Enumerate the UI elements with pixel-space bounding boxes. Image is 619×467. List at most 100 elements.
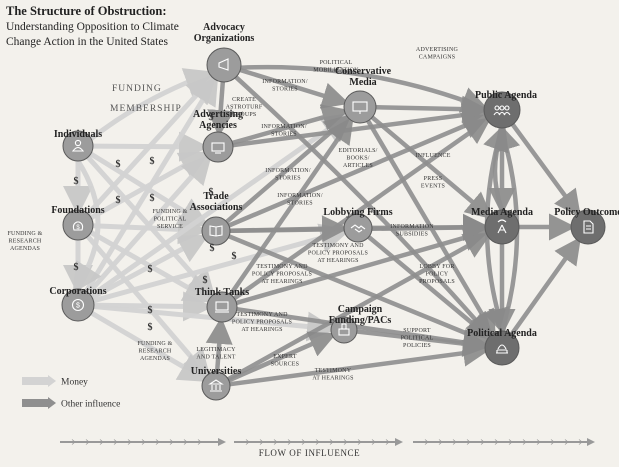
edge-label-funding-political: FUNDING & (153, 209, 188, 215)
edge-advocacy-to-advertising (207, 81, 235, 138)
computer-icon (215, 301, 229, 313)
edge-universities-to-campaign (227, 331, 337, 383)
edge-label-lobby-policy: PROPOSALS (419, 279, 455, 285)
edge-label-support-policies: SUPPORT (403, 328, 431, 334)
dollar-sign: $ (232, 251, 237, 262)
node-label-individuals: Individuals (54, 129, 102, 140)
capitol-icon (496, 344, 508, 354)
edge-thinktanks-to-public (233, 117, 492, 301)
edge-label-press-events: PRESS (424, 176, 443, 182)
ballot-box-icon (338, 323, 350, 336)
node-media: Media Agenda (471, 207, 533, 245)
edge-label-legitimacy: AND TALENT (196, 355, 235, 361)
edge-label-info-stories-1: INFORMATION/ (262, 79, 308, 85)
dollar-sign: $ (74, 176, 79, 187)
node-label-campaign: Funding/PACs (329, 315, 392, 326)
dollar-sign: $ (209, 187, 214, 198)
building-icon (208, 379, 224, 392)
edge-label-info-stories-3: STORIES (275, 176, 301, 182)
node-label-advocacy: Organizations (194, 33, 255, 44)
edge-trade-to-public (228, 113, 490, 228)
dollar-sign: $ (148, 264, 153, 275)
edge-label-membership: MEMBERSHIP (110, 104, 182, 114)
dollar-sign: $ (148, 305, 153, 316)
node-label-trade: Associations (190, 202, 243, 213)
edge-label-testimony-2: AT HEARINGS (261, 279, 302, 285)
handshake-icon (350, 224, 366, 233)
edge-label-advertising-campaigns: CAMPAIGNS (419, 55, 456, 61)
edge-label-lobby-policy: POLICY (426, 272, 449, 278)
edge-label-create-astroturf: CREATE (232, 97, 256, 103)
edges-layer (63, 64, 582, 387)
edge-label-info-stories-4: INFORMATION/ (277, 193, 323, 199)
edge-labels-layer: FUNDINGMEMBERSHIPPOLITICALMOBILIZATIONAD… (8, 47, 459, 382)
edge-individuals-to-advertising (92, 131, 209, 162)
dollar-sign: $ (203, 275, 208, 286)
node-individuals: Individuals (54, 129, 102, 162)
node-label-campaign: Campaign (338, 304, 383, 315)
edge-label-testimony-1: AT HEARINGS (317, 258, 358, 264)
node-circle-advertising (202, 131, 234, 163)
node-circle-media (484, 209, 520, 245)
node-corporations: $Corporations (49, 286, 107, 322)
dollar-sign: $ (210, 243, 215, 254)
edge-label-testimony-4: TESTIMONY (315, 368, 352, 374)
antenna-icon (497, 219, 507, 234)
tv-icon (211, 142, 225, 154)
edge-corporations-to-trade (90, 234, 209, 300)
node-lobbying: Lobbying Firms (323, 207, 393, 243)
edge-label-expert-sources: EXPERT (273, 354, 297, 360)
edge-label-legitimacy: LEGITIMACY (196, 347, 236, 353)
document-icon (583, 220, 594, 234)
edge-label-info-subsidies: SUBSIDIES (396, 232, 428, 238)
edge-label-testimony-2: TESTIMONY AND (256, 264, 308, 270)
edge-advertising-to-public (232, 101, 490, 148)
legend-money: Money (22, 375, 88, 388)
node-foundations: $ Foundations (51, 205, 105, 241)
node-circle-conservative (343, 90, 377, 124)
edge-universities-to-thinktanks (205, 316, 233, 373)
node-label-media: Media Agenda (471, 207, 533, 218)
edge-label-funding-research-2: AGENDAS (140, 356, 170, 362)
node-label-universities: Universities (191, 366, 242, 377)
node-political: Political Agenda (467, 328, 537, 366)
edge-label-testimony-1: TESTIMONY AND (312, 243, 364, 249)
edge-label-advertising-campaigns: ADVERTISING (416, 47, 459, 53)
edge-label-funding-research-2: FUNDING & (138, 341, 173, 347)
node-circle-campaign (330, 316, 358, 344)
edge-label-funding-research-2: RESEARCH (139, 349, 172, 355)
edge-corporations-to-conservative (89, 112, 352, 298)
node-label-advocacy: Advocacy (203, 22, 245, 33)
edge-label-funding-political: POLITICAL (154, 217, 187, 223)
edge-corporations-to-advocacy (84, 74, 219, 293)
svg-text:$: $ (76, 225, 80, 231)
flow-of-influence-label: FLOW OF INFLUENCE (258, 448, 361, 458)
node-label-thinktanks: Think Tanks (195, 287, 249, 298)
edge-label-testimony-3: POLICY PROPOSALS (232, 320, 292, 326)
edge-label-funding-research-1: FUNDING & (8, 231, 43, 237)
edge-label-editorials: EDITORIALS/ (338, 148, 377, 154)
node-universities: Universities (191, 366, 242, 401)
edge-label-expert-sources: SOURCES (271, 362, 299, 368)
book-icon (209, 225, 223, 237)
dollar-signs-layer: $$$$$$$$$$$$$$ (74, 112, 237, 333)
edge-label-testimony-2: POLICY PROPOSALS (252, 272, 312, 278)
dollar-sign: $ (209, 112, 214, 123)
node-label-public: Public Agenda (475, 90, 537, 101)
edge-conservative-to-media (370, 115, 493, 220)
legend-label-other: Other influence (61, 399, 120, 410)
dollar-sign: $ (150, 193, 155, 204)
node-label-lobbying: Lobbying Firms (323, 207, 392, 218)
node-thinktanks: Think Tanks (195, 287, 249, 323)
edge-label-support-policies: POLITICAL (401, 336, 434, 342)
edge-corporations-to-lobbying (92, 223, 351, 304)
edge-label-create-astroturf: GROUPS (232, 112, 257, 118)
diagram-subtitle-line1: Understanding Opposition to Climate (6, 21, 179, 33)
svg-text:$: $ (76, 303, 80, 310)
node-label-foundations: Foundations (51, 205, 104, 216)
dollar-sign: $ (150, 156, 155, 167)
node-label-political: Political Agenda (467, 328, 537, 339)
